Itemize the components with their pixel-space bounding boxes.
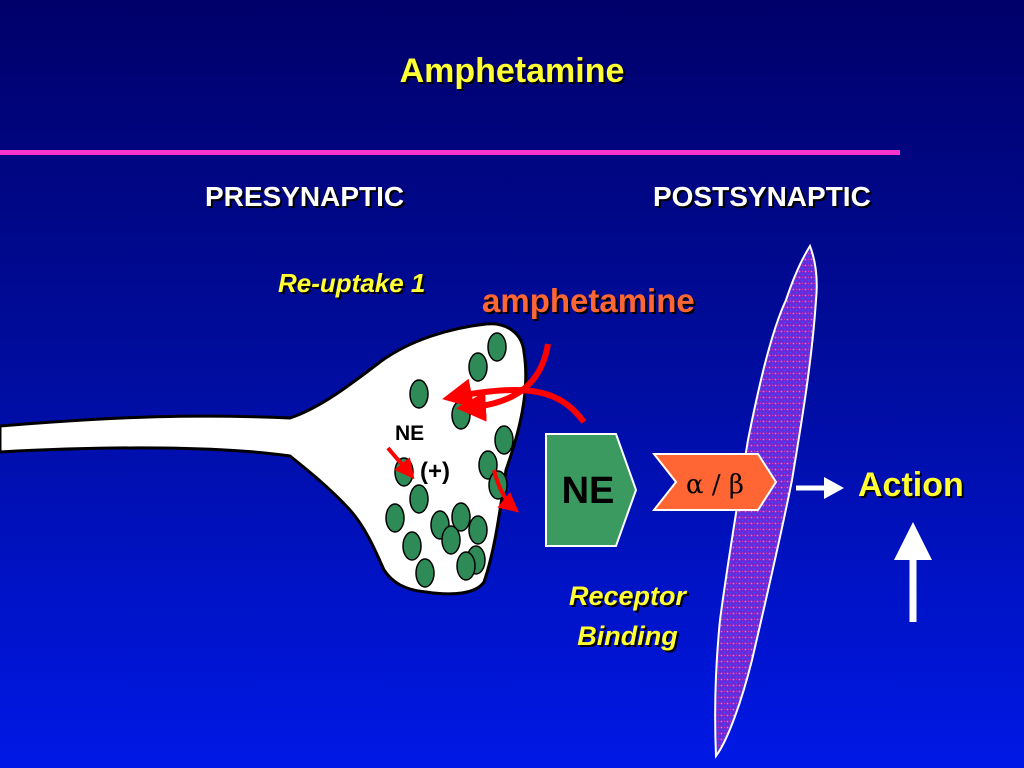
ne-block-label: NE <box>561 470 615 512</box>
ne-release-arrow <box>492 469 520 513</box>
slide-title: Amphetamine <box>399 52 625 90</box>
vesicle <box>402 531 422 561</box>
vesicle <box>385 503 405 533</box>
stimulation-label: (+) <box>420 458 450 485</box>
postsynaptic-cell <box>714 243 818 759</box>
vesicle <box>468 515 488 545</box>
presynaptic-label: PRESYNAPTIC <box>205 181 405 212</box>
vesicle <box>468 352 488 382</box>
vesicle <box>409 484 429 514</box>
postsynaptic-label: POSTSYNAPTIC <box>653 181 871 212</box>
action-arrow-head <box>824 477 844 499</box>
receptor-label: α / β <box>686 470 744 500</box>
vesicle <box>415 558 435 588</box>
title-rule <box>0 150 900 155</box>
receptor-binding-line2: Binding <box>577 621 678 651</box>
reverse-transport-arrow <box>442 378 587 424</box>
up-arrow-head <box>894 522 932 560</box>
vesicle <box>487 332 507 362</box>
reuptake-label: Re-uptake 1 <box>278 268 426 298</box>
vesicle <box>441 525 461 555</box>
ne-vesicle-label: NE <box>395 422 425 445</box>
vesicle <box>409 379 429 409</box>
ne-displacement-arrow <box>386 446 415 480</box>
action-label: Action <box>858 466 964 504</box>
ne-neurotransmitter-block <box>545 433 638 547</box>
alpha-beta-receptor <box>651 453 778 511</box>
amphetamine-label: amphetamine <box>482 282 695 319</box>
vesicle <box>451 502 471 532</box>
vesicle <box>456 551 476 581</box>
vesicle <box>494 425 514 455</box>
receptor-binding-label: Receptor Binding <box>540 576 715 656</box>
receptor-binding-line1: Receptor <box>568 581 687 611</box>
